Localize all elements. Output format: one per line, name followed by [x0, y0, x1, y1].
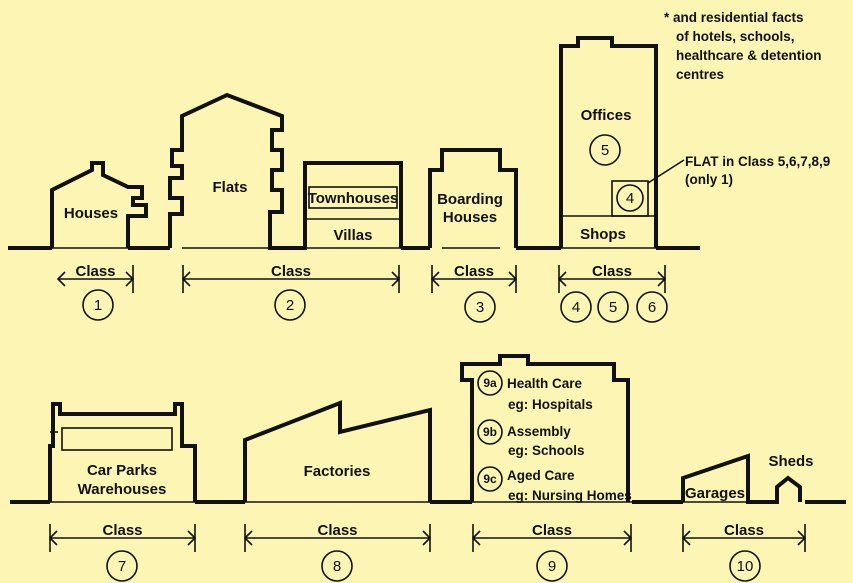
- class-number: 10: [737, 558, 754, 575]
- flat-callout-line2: (only 1): [685, 172, 733, 187]
- class-number: 7: [118, 558, 126, 575]
- class9b-title: Assembly: [507, 424, 571, 439]
- sheds-label: Sheds: [768, 453, 813, 470]
- offices-label: Offices: [581, 107, 632, 124]
- class-label: Class: [75, 263, 115, 280]
- class-label: Class: [592, 263, 632, 280]
- garages-label: Garages: [685, 485, 745, 502]
- class9a-title: Health Care: [507, 376, 583, 391]
- class9c-example: eg: Nursing Homes: [508, 488, 632, 503]
- flats-label: Flats: [212, 179, 247, 196]
- boarding-label-1: Boarding: [437, 191, 503, 208]
- class9c-title: Aged Care: [507, 468, 575, 483]
- boarding-label-2: Houses: [443, 209, 497, 226]
- villas-label: Villas: [334, 227, 373, 244]
- class-number: 2: [286, 297, 294, 314]
- note-line-2: of hotels, schools,: [676, 29, 795, 44]
- class-number: 5: [609, 299, 617, 316]
- shops-label: Shops: [580, 226, 626, 243]
- badge-9a: 9a: [483, 376, 497, 390]
- offices-class-number: 5: [601, 142, 609, 159]
- class-number: 9: [548, 558, 556, 575]
- class9a-example: eg: Hospitals: [508, 397, 593, 412]
- flat-callout-line1: FLAT in Class 5,6,7,8,9: [685, 154, 830, 169]
- note-line-3: healthcare & detention: [676, 48, 822, 63]
- class-number: 3: [476, 299, 484, 316]
- townhouses-label: Townhouses: [308, 190, 399, 207]
- badge-9c: 9c: [483, 472, 497, 486]
- class-label: Class: [271, 263, 311, 280]
- class-number: 6: [648, 299, 656, 316]
- class-label: Class: [532, 522, 572, 539]
- class-number: 4: [572, 299, 580, 316]
- badge-9b: 9b: [483, 425, 497, 439]
- note-line-4: centres: [676, 67, 724, 82]
- factories-label: Factories: [304, 463, 371, 480]
- carparks-label-2: Warehouses: [78, 481, 167, 498]
- class-label: Class: [317, 522, 357, 539]
- carparks-label-1: Car Parks: [87, 462, 157, 479]
- houses-label: Houses: [64, 205, 118, 222]
- class-label: Class: [102, 522, 142, 539]
- class9b-example: eg: Schools: [508, 443, 585, 458]
- class-number: 8: [333, 558, 341, 575]
- note-line-1: * and residential facts: [664, 10, 804, 25]
- class-label: Class: [724, 522, 764, 539]
- flat-class-number: 4: [626, 190, 634, 207]
- class-label: Class: [454, 263, 494, 280]
- class-number: 1: [94, 297, 102, 314]
